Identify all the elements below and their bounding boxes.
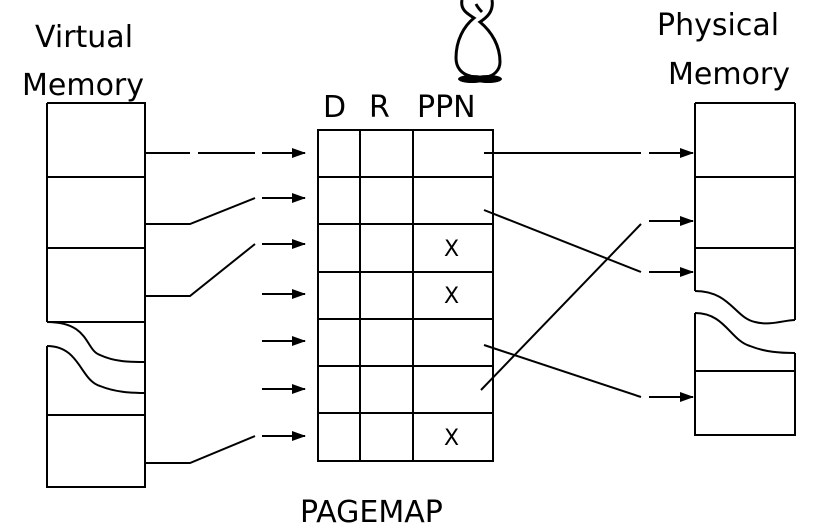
physical-memory-title-line2: Memory xyxy=(668,57,790,92)
virtual-to-pagemap-arrows xyxy=(145,148,306,464)
column-header-ppn: PPN xyxy=(417,90,476,125)
physical-memory-title-line1: Physical xyxy=(657,8,779,43)
ppn-cell-6: X xyxy=(444,426,459,451)
column-header-d: D xyxy=(323,90,346,125)
pagemap-table xyxy=(317,129,494,462)
penguin-icon xyxy=(454,0,502,83)
pagemap-label: PAGEMAP xyxy=(300,495,443,530)
pagemap-to-physical-arrows xyxy=(480,148,694,402)
column-header-r: R xyxy=(369,90,390,125)
ppn-cell-2: X xyxy=(444,237,459,262)
pagemap-ppn-values: X X X xyxy=(444,237,459,451)
ppn-cell-3: X xyxy=(444,284,459,309)
virtual-memory-block xyxy=(46,102,146,488)
physical-memory-block xyxy=(694,102,796,436)
virtual-memory-title-line1: Virtual xyxy=(35,20,133,55)
virtual-memory-title-line2: Memory xyxy=(22,68,144,103)
